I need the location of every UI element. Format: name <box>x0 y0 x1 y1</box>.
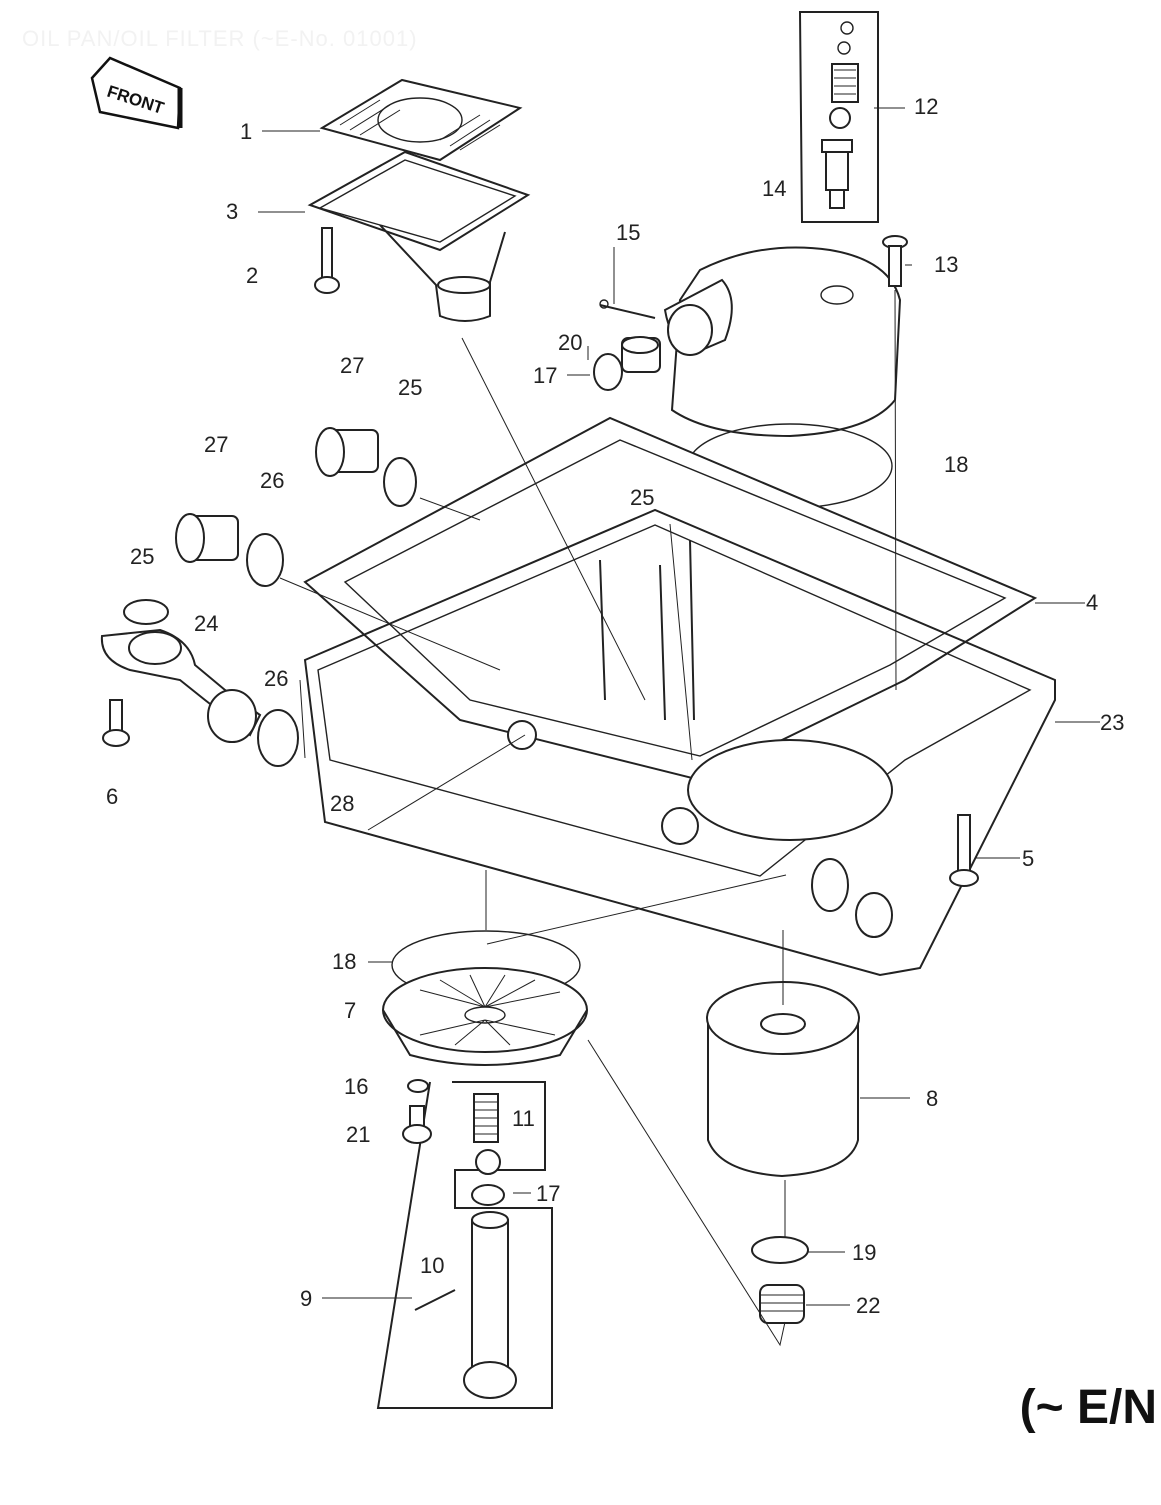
oil-filter-cover <box>663 246 902 438</box>
callout-18-b: 18 <box>332 949 357 974</box>
callout-14: 14 <box>762 176 787 201</box>
callout-11: 11 <box>512 1106 535 1131</box>
variant-label: (~ E/N <box>1019 1381 1157 1434</box>
callout-8: 8 <box>926 1086 939 1111</box>
callout-26: 26 <box>260 468 285 493</box>
oil-pipe-24 <box>100 628 262 743</box>
plug-21 <box>402 1105 432 1144</box>
callout-7: 7 <box>344 998 357 1023</box>
plug-20 <box>621 336 661 373</box>
callout-12: 12 <box>914 94 939 119</box>
oil-pan-gasket <box>303 416 1038 782</box>
front-arrow-icon: FRONT <box>90 56 183 130</box>
callout-3: 3 <box>226 199 239 224</box>
oil-filter-element <box>706 981 860 1178</box>
callout-15: 15 <box>616 220 641 245</box>
callout-28: 28 <box>330 791 355 816</box>
o-ring-26-b <box>257 709 299 767</box>
o-ring-25-a <box>383 457 417 507</box>
o-ring-26-a <box>246 533 284 587</box>
callout-5: 5 <box>1022 846 1035 871</box>
o-ring-25-b <box>123 599 169 625</box>
screw-2 <box>314 227 340 294</box>
callout-21: 21 <box>346 1122 371 1147</box>
page-title: OIL PAN/OIL FILTER (~E-No. 01001) <box>22 26 418 51</box>
callout-1: 1 <box>240 119 253 144</box>
o-ring-16 <box>407 1079 429 1093</box>
bolt-5 <box>949 814 979 887</box>
callout-16: 16 <box>344 1074 369 1099</box>
fitting-27-upper <box>315 427 379 477</box>
callout-22: 22 <box>856 1293 881 1318</box>
o-ring-17 <box>593 353 623 391</box>
callout-9: 9 <box>300 1286 313 1311</box>
callout-17-b: 17 <box>536 1181 561 1206</box>
bolt-13 <box>882 235 908 287</box>
leader-lines <box>258 107 1100 1347</box>
oil-strainer <box>307 150 531 322</box>
washer-19 <box>751 1236 809 1264</box>
callout-18: 18 <box>944 452 969 477</box>
spring-22 <box>759 1284 805 1324</box>
callout-4: 4 <box>1086 590 1099 615</box>
callout-20: 20 <box>558 330 583 355</box>
callout-19: 19 <box>852 1240 877 1265</box>
callout-27-b: 27 <box>204 432 229 457</box>
callout-2: 2 <box>246 263 259 288</box>
callout-17: 17 <box>533 363 558 388</box>
oil-strainer-screen <box>319 78 523 162</box>
bolt-6 <box>102 699 130 747</box>
callout-25-b: 25 <box>630 485 655 510</box>
callout-13: 13 <box>934 252 959 277</box>
callout-10: 10 <box>420 1253 445 1278</box>
callout-27: 27 <box>340 353 365 378</box>
callout-6: 6 <box>106 784 119 809</box>
callout-25: 25 <box>398 375 423 400</box>
oil-pan <box>303 508 1056 977</box>
callout-25-c: 25 <box>130 544 155 569</box>
bypass-valve-inset <box>798 11 879 223</box>
fitting-27-mid <box>175 513 239 563</box>
filter-cover-7 <box>382 967 588 1066</box>
callout-26-b: 26 <box>264 666 289 691</box>
pin-15 <box>599 299 656 319</box>
filter-bolt-inset <box>376 1081 553 1409</box>
callout-23: 23 <box>1100 710 1125 735</box>
callout-24: 24 <box>194 611 219 636</box>
